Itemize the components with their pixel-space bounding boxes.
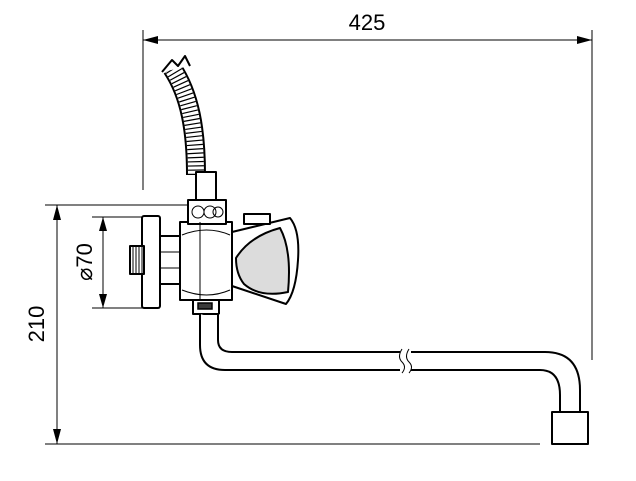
aerator	[551, 411, 589, 445]
hex-nut	[159, 235, 181, 285]
bottom-fitting-slot	[197, 302, 213, 310]
diameter-label: ⌀70	[72, 243, 97, 281]
width-dimension: 425	[142, 10, 593, 360]
hose-connector	[195, 171, 217, 201]
lever-handle	[231, 213, 300, 305]
spout	[199, 314, 589, 445]
handle-face	[235, 227, 290, 295]
spout-inner-right	[411, 369, 561, 412]
width-label: 425	[349, 10, 386, 35]
height-arrow-top	[53, 205, 61, 220]
diameter-dimension: ⌀70	[72, 216, 160, 309]
handle-top-tab	[243, 213, 271, 225]
valve-body	[179, 199, 233, 315]
spout-inner-left	[217, 314, 400, 353]
hose-torn-end	[161, 55, 191, 73]
height-label: 210	[24, 306, 49, 343]
valve-body-housing	[179, 221, 233, 301]
height-arrow-bottom	[53, 429, 61, 444]
width-arrow-left	[143, 36, 158, 44]
diameter-arrow-bottom	[99, 294, 107, 308]
shower-hose	[161, 55, 217, 201]
diameter-arrow-top	[99, 217, 107, 231]
hose-ribbing	[165, 63, 204, 176]
top-fitting	[187, 199, 227, 225]
height-dimension: 210	[24, 204, 540, 445]
hex-nut-body	[159, 235, 181, 285]
threaded-inlet	[129, 245, 145, 275]
width-arrow-right	[577, 36, 592, 44]
